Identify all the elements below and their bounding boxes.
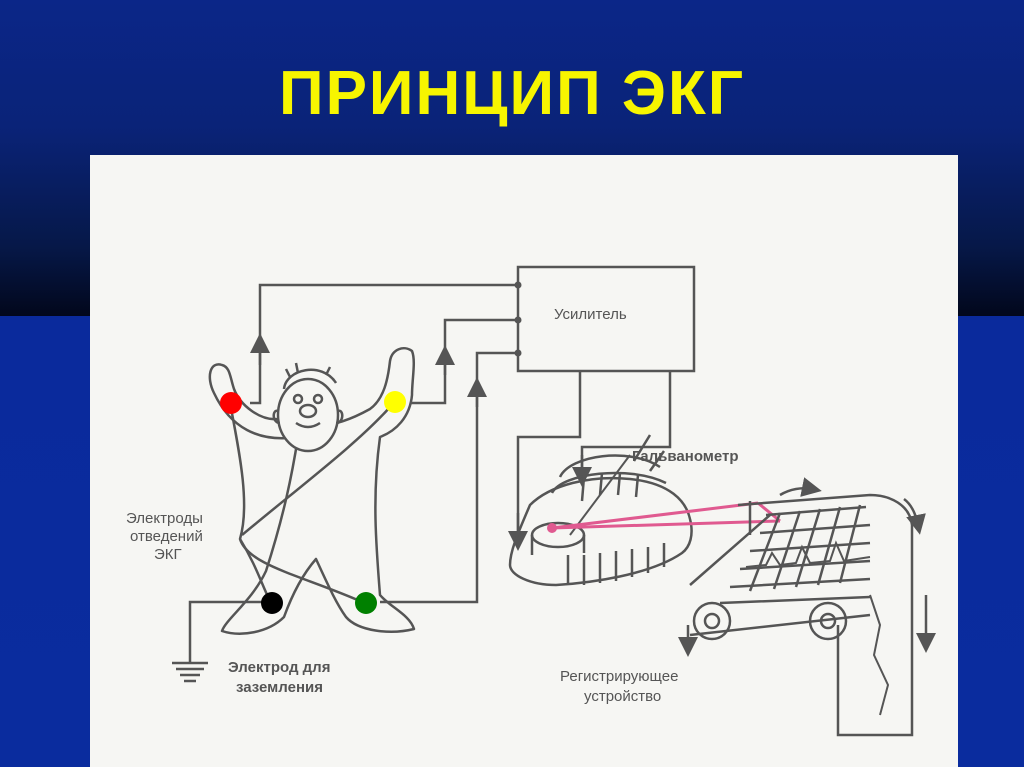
electrode-left-leg: [355, 592, 377, 614]
signal-arrows: [250, 333, 592, 551]
ecg-diagram-panel: Усилитель: [90, 155, 958, 767]
ground-label-line-2: заземления: [236, 679, 323, 696]
electrode-left-arm: [384, 391, 406, 413]
electrode-right-arm: [220, 392, 242, 414]
electrodes-label-line-3: ЭКГ: [154, 546, 182, 563]
galvanometer-pointer: [569, 454, 631, 536]
ecg-diagram: Усилитель: [126, 265, 936, 737]
amplifier-label: Усилитель: [554, 306, 627, 323]
electrode-right-leg: [261, 592, 283, 614]
recording-device: [678, 477, 936, 737]
recorder-label-line-2: устройство: [584, 688, 661, 705]
light-beam: [551, 501, 781, 530]
galvanometer: [508, 434, 693, 587]
galvanometer-mirror: [547, 523, 557, 533]
slide-title: ПРИНЦИП ЭКГ: [279, 59, 745, 128]
electrodes-label-line-1: Электроды: [126, 510, 203, 527]
recorder-label-line-1: Регистрирующее: [560, 668, 678, 685]
galvanometer-label: Гальванометр: [632, 448, 739, 465]
human-figure: [208, 347, 416, 635]
electrodes-label-line-2: отведений: [130, 528, 203, 545]
ground-symbol-icon: [172, 661, 208, 683]
ground-label-line-1: Электрод для: [228, 659, 330, 676]
